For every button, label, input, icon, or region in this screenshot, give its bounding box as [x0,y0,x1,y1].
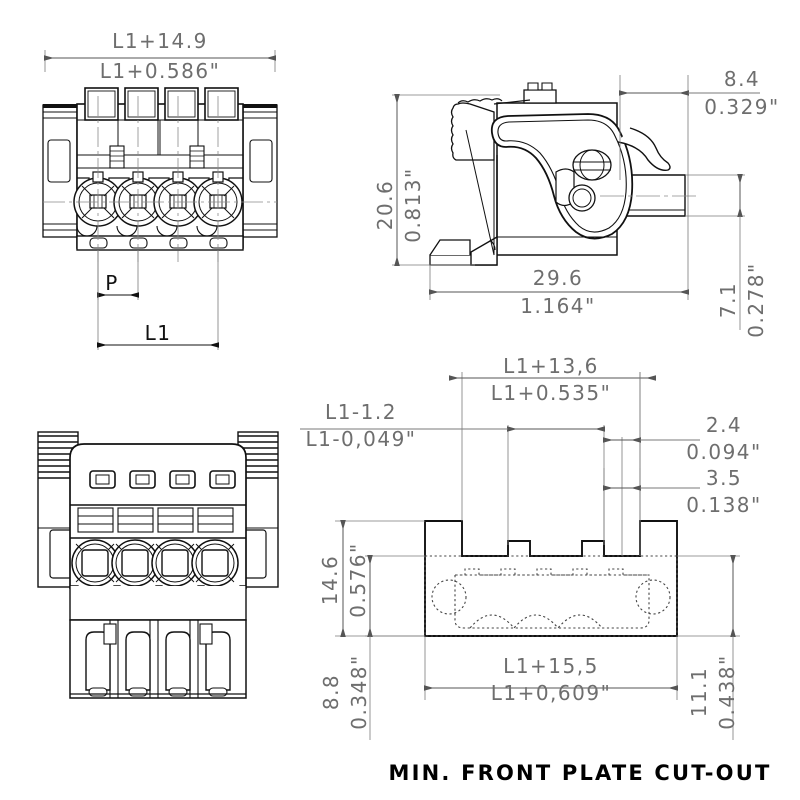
dim-cutout-total-height-mm: 14.6 [318,555,342,606]
dim-side-height-in: 0.813" [401,167,425,242]
dim-cutout-notch-span-in: L1-0,049" [305,427,416,451]
dim-cutout-total-height-in: 0.576" [346,542,370,617]
dim-length-L1 [97,250,219,350]
terminal-opening [191,539,239,587]
dim-cutout-inner-width-mm: L1+13,6 [503,354,599,378]
terminal-opening [151,539,199,587]
dim-cutout-notch-width-in: 0.094" [686,440,761,464]
dim-side-tail-height [685,174,745,330]
dim-pitch-label: P [105,271,119,295]
terminal-opening [71,539,119,587]
dim-cutout-edge-notch-width [603,468,700,541]
dim-cutout-notch-width-mm: 2.4 [706,413,742,437]
dim-side-tail-height-mm: 7.1 [716,282,740,318]
dim-side-tail-height-in: 0.278" [744,262,768,337]
dim-side-tail-length-in: 0.329" [704,95,779,119]
dim-side-height-mm: 20.6 [373,180,397,231]
terminal-opening [111,539,159,587]
side-view-connector [429,82,700,266]
dim-cutout-overall-width-mm: L1+15,5 [503,654,599,678]
dim-cutout-right-height [677,555,740,740]
dim-side-tail-length [619,75,760,196]
dim-cutout-right-height-in: 0.438" [715,654,739,729]
dim-cutout-body-height-in: 0.348" [347,654,371,729]
dim-cutout-inner-width-in: L1+0.535" [491,381,612,405]
dim-side-depth-mm: 29.6 [533,266,584,290]
lever-screw-icon [572,149,612,181]
dim-side-tail-length-mm: 8.4 [724,67,760,91]
dim-cutout-overall-width [424,636,678,700]
cutout-title-note: MIN. FRONT PLATE CUT-OUT [389,761,772,785]
dim-cutout-body-height-mm: 8.8 [319,674,343,710]
dim-cutout-notch-span-mm: L1-1.2 [325,400,397,424]
top-view-connector [42,87,278,262]
front-view-connector [37,431,279,699]
dim-cutout-body-height [365,555,425,740]
dim-top-overall-mm: L1+14.9 [112,29,208,53]
dim-cutout-notch-width [603,372,700,556]
front-plate-cutout-view [424,520,678,637]
dim-side-height [392,94,500,266]
dim-cutout-edge-notch-width-in: 0.138" [686,493,761,517]
dim-cutout-right-height-mm: 11.1 [687,667,711,718]
dim-length-label: L1 [145,321,172,345]
dim-cutout-overall-width-in: L1+0,609" [491,681,612,705]
dim-side-depth-in: 1.164" [520,294,595,318]
dim-top-overall [44,50,276,72]
dim-top-overall-in: L1+0.586" [100,59,221,83]
dim-side-depth [429,196,689,300]
dim-cutout-edge-notch-width-mm: 3.5 [706,466,742,490]
